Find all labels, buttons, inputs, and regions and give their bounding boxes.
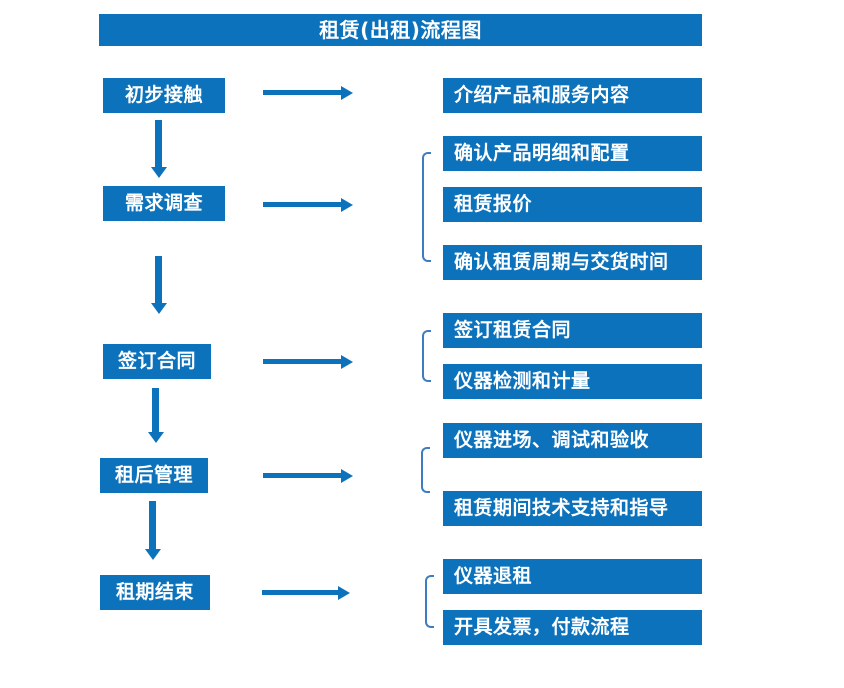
detail-box-invoice-payment: 开具发票，付款流程	[443, 610, 702, 645]
down-arrow-icon	[155, 120, 162, 167]
flowchart-title: 租赁(出租)流程图	[99, 14, 702, 46]
detail-box-instrument-setup-acceptance: 仪器进场、调试和验收	[443, 423, 702, 458]
down-arrow-icon	[149, 501, 156, 549]
detail-group-bracket	[421, 447, 430, 493]
step-box-sign-contract: 签订合同	[103, 344, 211, 379]
detail-box-instrument-return: 仪器退租	[443, 559, 702, 594]
down-arrow-icon	[152, 388, 159, 432]
step-box-lease-end: 租期结束	[100, 575, 210, 610]
detail-box-sign-rental-contract: 签订租赁合同	[443, 313, 702, 348]
detail-group-bracket	[425, 575, 434, 628]
step-box-demand-survey: 需求调查	[103, 186, 225, 221]
right-arrow-icon	[263, 359, 341, 364]
down-arrow-icon	[155, 256, 162, 303]
detail-box-rental-quote: 租赁报价	[443, 187, 702, 222]
detail-box-technical-support: 租赁期间技术支持和指导	[443, 491, 702, 526]
detail-box-confirm-rental-period: 确认租赁周期与交货时间	[443, 245, 702, 280]
detail-box-introduce-products: 介绍产品和服务内容	[443, 78, 702, 113]
right-arrow-icon	[263, 473, 341, 478]
detail-group-bracket	[422, 330, 431, 382]
step-box-post-rental-management: 租后管理	[100, 458, 208, 493]
right-arrow-icon	[263, 90, 341, 95]
right-arrow-icon	[262, 590, 338, 595]
detail-box-confirm-product-details: 确认产品明细和配置	[443, 136, 702, 171]
step-box-initial-contact: 初步接触	[103, 78, 225, 113]
right-arrow-icon	[263, 202, 341, 207]
detail-group-bracket	[422, 152, 431, 262]
detail-box-instrument-inspection: 仪器检测和计量	[443, 364, 702, 399]
